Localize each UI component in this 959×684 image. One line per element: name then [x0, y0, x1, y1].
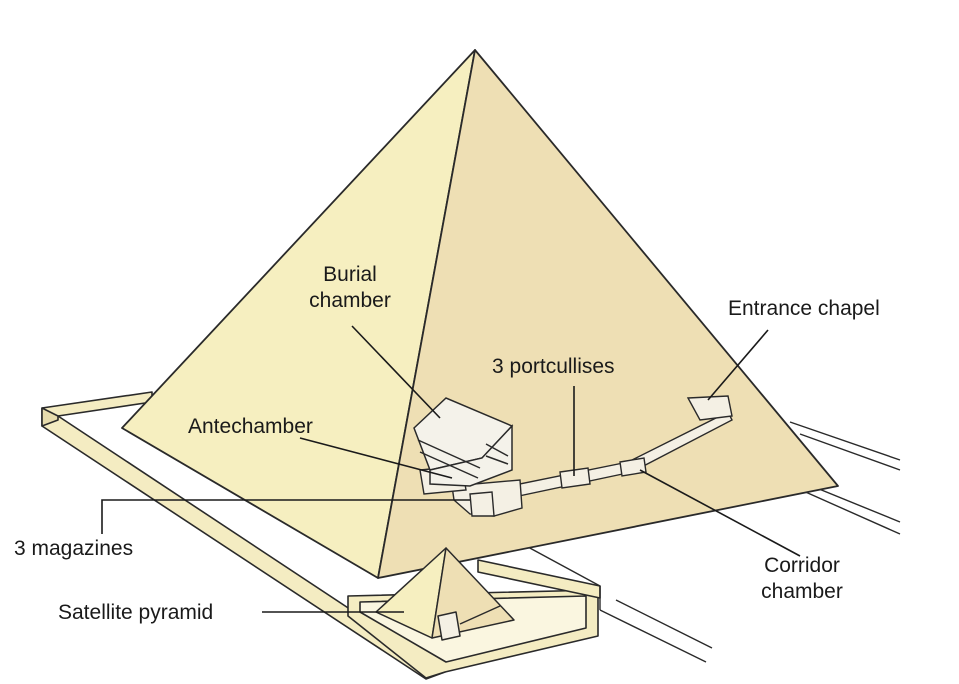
label-antechamber: Antechamber — [188, 415, 313, 438]
leader-entrance-chapel — [707, 329, 769, 401]
label-corridor-chamber-line2: chamber — [761, 580, 843, 603]
leader-magazines — [101, 499, 470, 534]
leader-lines — [101, 325, 801, 613]
label-portcullises: 3 portcullises — [492, 355, 615, 378]
leader-corridor-chamber — [639, 469, 801, 557]
label-entrance-chapel: Entrance chapel — [728, 297, 880, 320]
label-magazines: 3 magazines — [14, 537, 134, 560]
label-corridor-chamber-line1: Corridor — [764, 554, 840, 577]
leader-burial-chamber — [351, 325, 441, 419]
label-burial-chamber: Burial chamber — [290, 262, 410, 314]
label-corridor-chamber: Corridor chamber — [742, 553, 862, 605]
satellite-pyramid — [375, 547, 515, 641]
label-satellite-pyramid: Satellite pyramid — [58, 601, 214, 624]
label-burial-chamber-line1: Burial — [323, 263, 377, 286]
leader-antechamber — [299, 437, 453, 479]
label-burial-chamber-line2: chamber — [309, 289, 391, 312]
